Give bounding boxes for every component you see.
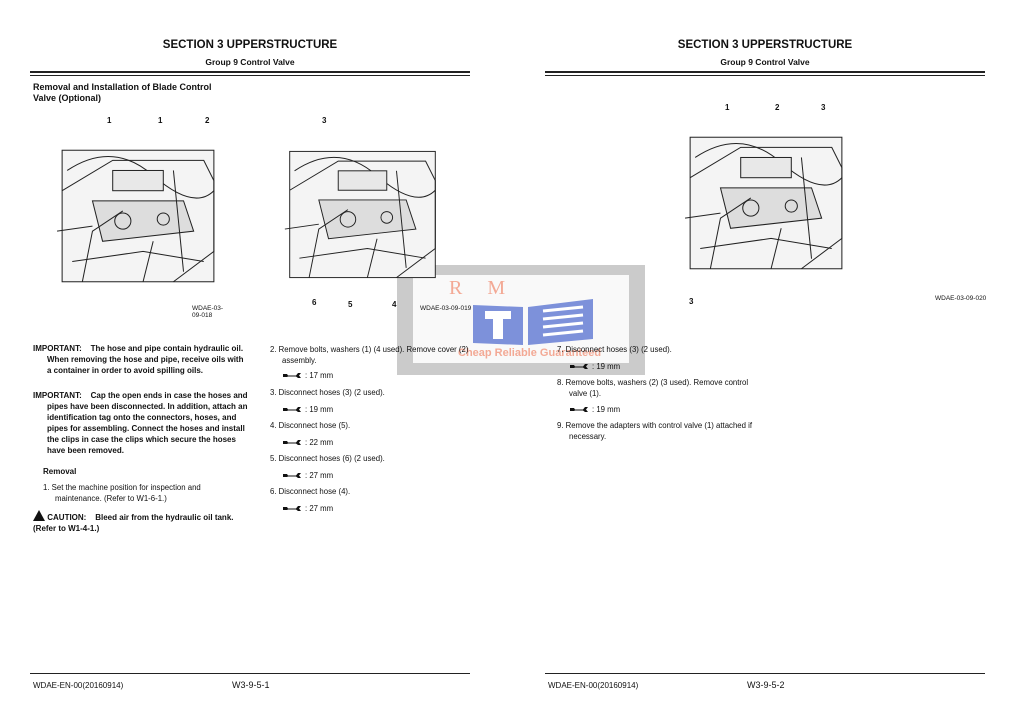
group-title: Group 9 Control Valve: [720, 57, 810, 67]
step-1: 1. Set the machine position for inspecti…: [43, 483, 201, 503]
step-6: 6. Disconnect hose (4).: [270, 487, 351, 496]
callout-1: 1: [158, 116, 163, 125]
footer-code: WDAE-EN-00(20160914): [548, 681, 639, 690]
callout-6: 6: [312, 298, 317, 307]
wrench-size: : 19 mm: [569, 405, 620, 414]
important-note: IMPORTANT: The hose and pipe contain hyd…: [33, 344, 244, 375]
warning-icon: [33, 510, 45, 521]
footer-divider: [30, 673, 470, 674]
wrench-size: : 27 mm: [282, 471, 333, 480]
wrench-size: : 19 mm: [569, 362, 620, 371]
machine-illustration: [280, 132, 445, 297]
wrench-icon: [569, 406, 589, 413]
header-divider: [545, 71, 985, 73]
wrench-icon: [282, 372, 302, 379]
figure-caption: WDAE-03-09-019: [420, 305, 472, 312]
removal-heading: Removal: [43, 467, 77, 476]
section-title: SECTION 3 UPPERSTRUCTURE: [677, 39, 853, 51]
callout-2: 2: [205, 116, 210, 125]
machine-illustration: [680, 117, 852, 289]
figure-caption: WDAE-03-09-020: [935, 295, 987, 302]
watermark-logo-text: R M: [449, 277, 516, 299]
callout-1: 1: [725, 103, 730, 112]
callout-1: 1: [107, 116, 112, 125]
header-divider: [30, 71, 470, 73]
wrench-icon: [569, 363, 589, 370]
page-number: W3-9-5-1: [232, 680, 270, 690]
procedure-title: Removal and Installation of Blade Contro…: [33, 82, 212, 103]
page-number: W3-9-5-2: [747, 680, 785, 690]
header-divider: [30, 75, 470, 76]
figure-hoses: 3 6 5 4: [280, 116, 450, 309]
caution-note: CAUTION: Bleed air from the hydraulic oi…: [33, 510, 248, 534]
manual-logo-icon: [473, 299, 593, 345]
group-title: Group 9 Control Valve: [205, 57, 295, 67]
step-7: 7. Disconnect hoses (3) (2 used).: [557, 345, 672, 354]
step-8: 8. Remove bolts, washers (2) (3 used). R…: [557, 378, 749, 398]
step-3: 3. Disconnect hoses (3) (2 used).: [270, 388, 385, 397]
figure-blade-valve-cover: 1 1 2 WDAE-03-09-018: [52, 116, 224, 319]
callout-2: 2: [775, 103, 780, 112]
wrench-size: : 17 mm: [282, 371, 333, 380]
footer-divider: [545, 673, 985, 674]
wrench-icon: [282, 505, 302, 512]
callout-3: 3: [821, 103, 826, 112]
step-5: 5. Disconnect hoses (6) (2 used).: [270, 454, 385, 463]
wrench-size: : 27 mm: [282, 504, 333, 513]
step-4: 4. Disconnect hose (5).: [270, 421, 351, 430]
section-title: SECTION 3 UPPERSTRUCTURE: [162, 39, 338, 51]
callout-3: 3: [322, 116, 327, 125]
step-9: 9. Remove the adapters with control valv…: [557, 421, 753, 441]
important-note: IMPORTANT: Cap the open ends in case the…: [33, 391, 248, 455]
figure-caption: WDAE-03-09-018: [192, 305, 224, 319]
wrench-icon: [282, 472, 302, 479]
wrench-icon: [282, 406, 302, 413]
figure-control-valve: 1 2 3 3: [680, 103, 855, 306]
header-divider: [545, 75, 985, 76]
machine-illustration: [52, 130, 224, 302]
callout-4: 4: [392, 300, 397, 309]
callout-5: 5: [348, 300, 353, 309]
wrench-icon: [282, 439, 302, 446]
wrench-size: : 19 mm: [282, 405, 333, 414]
wrench-size: : 22 mm: [282, 438, 333, 447]
footer-code: WDAE-EN-00(20160914): [33, 681, 124, 690]
step-2: 2. Remove bolts, washers (1) (4 used). R…: [270, 345, 469, 365]
callout-3: 3: [689, 297, 694, 306]
